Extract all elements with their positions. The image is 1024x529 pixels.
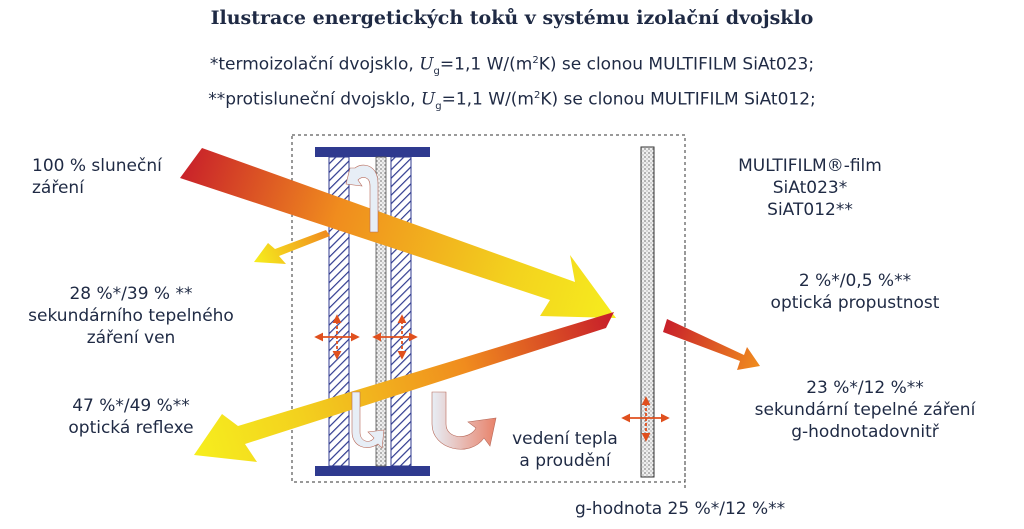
secondary-in-arrow <box>663 319 760 370</box>
conduction-convection-label: vedení tepla a proudění <box>512 429 618 471</box>
optical-transmission-label: 2 %*/0,5 %** optická propustnost <box>770 271 940 313</box>
secondary-in-label: 23 %*/12 %** sekundární tepelné záření g… <box>754 378 976 442</box>
glazing-bottom-frame <box>315 466 430 476</box>
convection-curl-top-icon <box>345 164 379 233</box>
conduction-arrows <box>314 314 670 442</box>
outer-glass-pane <box>328 156 350 467</box>
solar-radiation-arrow <box>180 148 616 318</box>
diagram-title: Ilustrace energetických toků v systému i… <box>210 7 814 29</box>
optical-reflex-label: 47 %*/49 %** optická reflexe <box>68 396 194 438</box>
glazing-top-frame <box>315 147 430 157</box>
convection-curl-room-icon <box>431 391 497 450</box>
inner-glass-pane <box>390 156 412 467</box>
subtitle-solar: **protisluneční dvojsklo, Ug=1,1 W/(m2K)… <box>208 89 816 113</box>
multifilm-label: MULTIFILM®-film SiAt023* SiAT012** <box>738 156 882 220</box>
multifilm-panel <box>640 146 655 478</box>
secondary-out-label: 28 %*/39 % ** sekundárního tepelného zář… <box>28 284 234 348</box>
g-value-label: g-hodnota 25 %*/12 %** <box>575 499 786 519</box>
secondary-out-arrow <box>254 230 330 264</box>
convection-curl-bottom-icon <box>351 391 385 449</box>
solar-radiation-label: 100 % sluneční záření <box>32 156 162 198</box>
spacer-gap <box>375 156 387 467</box>
system-boundary-box <box>291 134 686 483</box>
subtitle-thermo: *termoizolační dvojsklo, Ug=1,1 W/(m2K) … <box>209 54 815 78</box>
optical-reflex-arrow <box>194 312 614 462</box>
